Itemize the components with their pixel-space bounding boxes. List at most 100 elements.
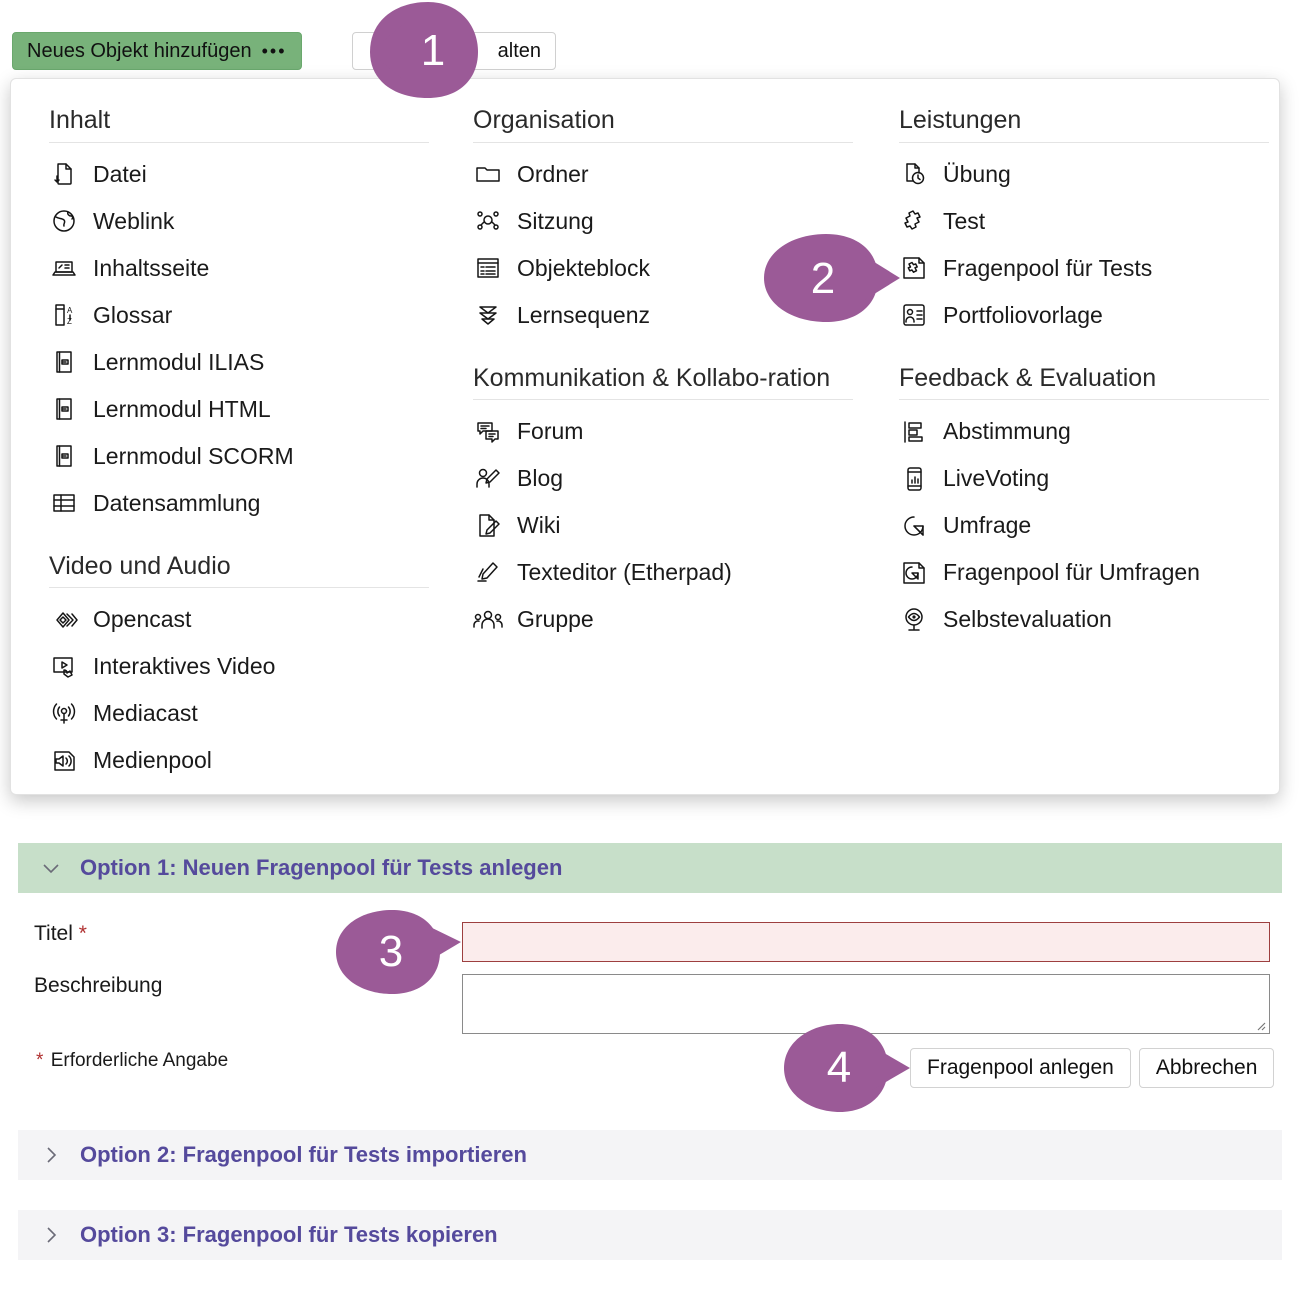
step-badge-2: 2 (752, 232, 902, 324)
dropdown-item-label: Mediacast (93, 700, 198, 726)
dropdown-group-title: Kommunikation & Kollabo-ration (473, 363, 831, 392)
dropdown-item-mediacast[interactable]: Mediacast (49, 690, 429, 737)
dropdown-item-livevoting[interactable]: LiveVoting (899, 455, 1269, 502)
dropdown-item-portfoliovorlage[interactable]: Portfoliovorlage (899, 292, 1269, 339)
divider (49, 141, 429, 143)
cancel-button[interactable]: Abbrechen (1138, 1048, 1275, 1088)
form-action-buttons: Fragenpool anlegen Abbrechen (910, 1048, 1275, 1088)
dropdown-item-ordner[interactable]: Ordner (473, 151, 853, 198)
option-2-header[interactable]: Option 2: Fragenpool für Tests importier… (18, 1130, 1282, 1180)
globe-icon (49, 206, 79, 236)
dropdown-item-test[interactable]: Test (899, 198, 1269, 245)
dropdown-item-label: Weblink (93, 207, 175, 234)
step-badge-4-number: 4 (826, 1043, 852, 1092)
dropdown-item-label: Medienpool (93, 747, 212, 773)
divider (899, 399, 1269, 400)
add-new-object-button[interactable]: Neues Objekt hinzufügen ••• (12, 32, 302, 70)
dropdown-item-label: Ordner (517, 160, 589, 187)
option-3-header[interactable]: Option 3: Fragenpool für Tests kopieren (18, 1210, 1282, 1260)
dropdown-item-texteditor-etherpad[interactable]: Texteditor (Etherpad) (473, 549, 853, 596)
dropdown-item-inhaltsseite[interactable]: Inhaltsseite (49, 245, 429, 292)
dropdown-item-label: Interaktives Video (93, 653, 276, 679)
dropdown-item-label: Datensammlung (93, 489, 261, 516)
dropdown-item-interaktives-video[interactable]: Interaktives Video (49, 643, 429, 690)
dropdown-item-objekteblock[interactable]: Objekteblock (473, 245, 853, 292)
create-question-pool-form: Titel * Beschreibung (0, 905, 1300, 1009)
dropdown-item-fragenpool-f-r-tests[interactable]: Fragenpool für Tests (899, 245, 1269, 292)
dropdown-item-label: Abstimmung (943, 418, 1071, 444)
dropdown-item-medienpool[interactable]: Medienpool (49, 737, 429, 784)
dropdown-item-label: Forum (517, 418, 584, 444)
dropdown-item-label: Selbstevaluation (943, 606, 1112, 632)
dropdown-item-label: Datei (93, 160, 147, 187)
dropdown-item-label: Lernsequenz (517, 301, 650, 328)
dropdown-item-wiki[interactable]: Wiki (473, 502, 853, 549)
learning-sequence-icon (473, 300, 503, 330)
learning-module-icon (49, 441, 79, 471)
option-2-title: Option 2: Fragenpool für Tests importier… (80, 1142, 527, 1167)
dropdown-item-selbstevaluation[interactable]: Selbstevaluation (899, 596, 1269, 643)
required-asterisk: * (78, 922, 87, 945)
dropdown-item-datensammlung[interactable]: Datensammlung (49, 480, 429, 527)
poll-icon (899, 417, 929, 447)
dropdown-item-bung[interactable]: Übung (899, 151, 1269, 198)
divider (49, 587, 429, 588)
content-page-icon (49, 253, 79, 283)
step-badge-4: 4 (772, 1022, 912, 1114)
dropdown-item-lernmodul-scorm[interactable]: Lernmodul SCORM (49, 433, 429, 480)
step-badge-2-number: 2 (810, 254, 836, 303)
dropdown-item-opencast[interactable]: Opencast (49, 596, 429, 643)
dropdown-item-lernmodul-ilias[interactable]: Lernmodul ILIAS (49, 339, 429, 386)
dropdown-item-label: Opencast (93, 606, 192, 632)
question-pool-icon (899, 253, 929, 283)
dropdown-item-label: Übung (943, 160, 1011, 187)
dropdown-item-lernsequenz[interactable]: Lernsequenz (473, 292, 853, 339)
object-block-icon (473, 253, 503, 283)
option-3-title: Option 3: Fragenpool für Tests kopieren (80, 1222, 498, 1247)
dropdown-group-title: Organisation (473, 106, 615, 134)
interactive-video-icon (49, 652, 79, 682)
top-toolbar: Neues Objekt hinzufügen ••• alten (0, 0, 1300, 78)
dropdown-item-datei[interactable]: Datei (49, 151, 429, 198)
dropdown-group-title: Leistungen (899, 106, 1022, 134)
title-input[interactable] (462, 922, 1270, 962)
dropdown-item-weblink[interactable]: Weblink (49, 198, 429, 245)
survey-pie-icon (899, 511, 929, 541)
dropdown-item-abstimmung[interactable]: Abstimmung (899, 408, 1269, 455)
chevron-right-icon (38, 1222, 64, 1248)
survey-pool-icon (899, 558, 929, 588)
option-1-header[interactable]: Option 1: Neuen Fragenpool für Tests anl… (18, 843, 1282, 893)
description-textarea[interactable] (462, 974, 1270, 1034)
description-field-label: Beschreibung (34, 974, 163, 997)
opencast-diamond-icon (49, 605, 79, 635)
chevron-down-icon (38, 855, 64, 881)
dropdown-item-gruppe[interactable]: Gruppe (473, 596, 853, 643)
dropdown-item-lernmodul-html[interactable]: Lernmodul HTML (49, 386, 429, 433)
dropdown-item-umfrage[interactable]: Umfrage (899, 502, 1269, 549)
resize-handle-icon[interactable] (1254, 1019, 1266, 1031)
exercise-clock-icon (899, 159, 929, 189)
file-download-icon (49, 159, 79, 189)
dropdown-item-label: Fragenpool für Umfragen (943, 559, 1200, 585)
dropdown-item-blog[interactable]: Blog (473, 455, 853, 502)
dropdown-item-label: Sitzung (517, 207, 594, 234)
dropdown-item-forum[interactable]: Forum (473, 408, 853, 455)
dropdown-item-sitzung[interactable]: Sitzung (473, 198, 853, 245)
dropdown-item-fragenpool-f-r-umfragen[interactable]: Fragenpool für Umfragen (899, 549, 1269, 596)
create-question-pool-button[interactable]: Fragenpool anlegen (910, 1048, 1131, 1088)
option-1-title: Option 1: Neuen Fragenpool für Tests anl… (80, 855, 563, 880)
dropdown-item-label: Test (943, 207, 986, 234)
step-badge-1: 1 (340, 0, 480, 100)
session-nodes-icon (473, 206, 503, 236)
add-new-object-label: Neues Objekt hinzufügen (27, 39, 252, 62)
forum-icon (473, 417, 503, 447)
dropdown-group-title: Video und Audio (49, 551, 231, 580)
chevron-right-icon (38, 1142, 64, 1168)
dropdown-item-label: Lernmodul SCORM (93, 442, 294, 469)
